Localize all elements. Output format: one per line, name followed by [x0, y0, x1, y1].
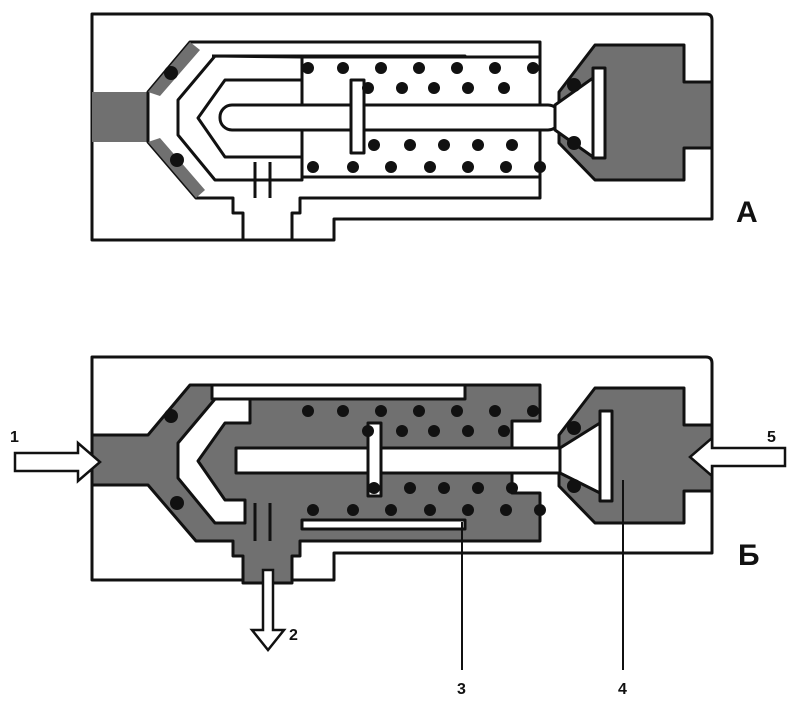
- valve-disk: [598, 409, 614, 503]
- outlet-channel: [253, 162, 272, 198]
- valve-stem: [234, 446, 568, 475]
- seat-band: [148, 42, 205, 198]
- valve-state-b: [90, 355, 714, 585]
- piston-plate: [366, 421, 383, 498]
- inlet-port: [92, 92, 148, 142]
- lower-channel: [300, 518, 467, 531]
- label-a: А: [736, 196, 758, 229]
- valve-stem: [218, 103, 562, 132]
- outlet-channel: [253, 503, 272, 541]
- callout-4: 4: [618, 681, 627, 698]
- label-b: Б: [738, 539, 760, 572]
- upper-channel: [210, 383, 467, 401]
- outlet-arrow-icon: [249, 568, 287, 653]
- callout-2: 2: [289, 627, 298, 644]
- valve-state-a: [90, 12, 714, 242]
- valve-disk: [591, 66, 607, 160]
- inner-cavity: [176, 397, 252, 525]
- callout-5: 5: [767, 429, 776, 446]
- control-arrow-icon: [688, 435, 787, 479]
- callout-1: 1: [10, 429, 19, 446]
- inlet-arrow-icon: [13, 440, 102, 484]
- inner-cavity: [176, 54, 304, 182]
- piston-plate: [349, 78, 366, 155]
- callout-3: 3: [457, 681, 466, 698]
